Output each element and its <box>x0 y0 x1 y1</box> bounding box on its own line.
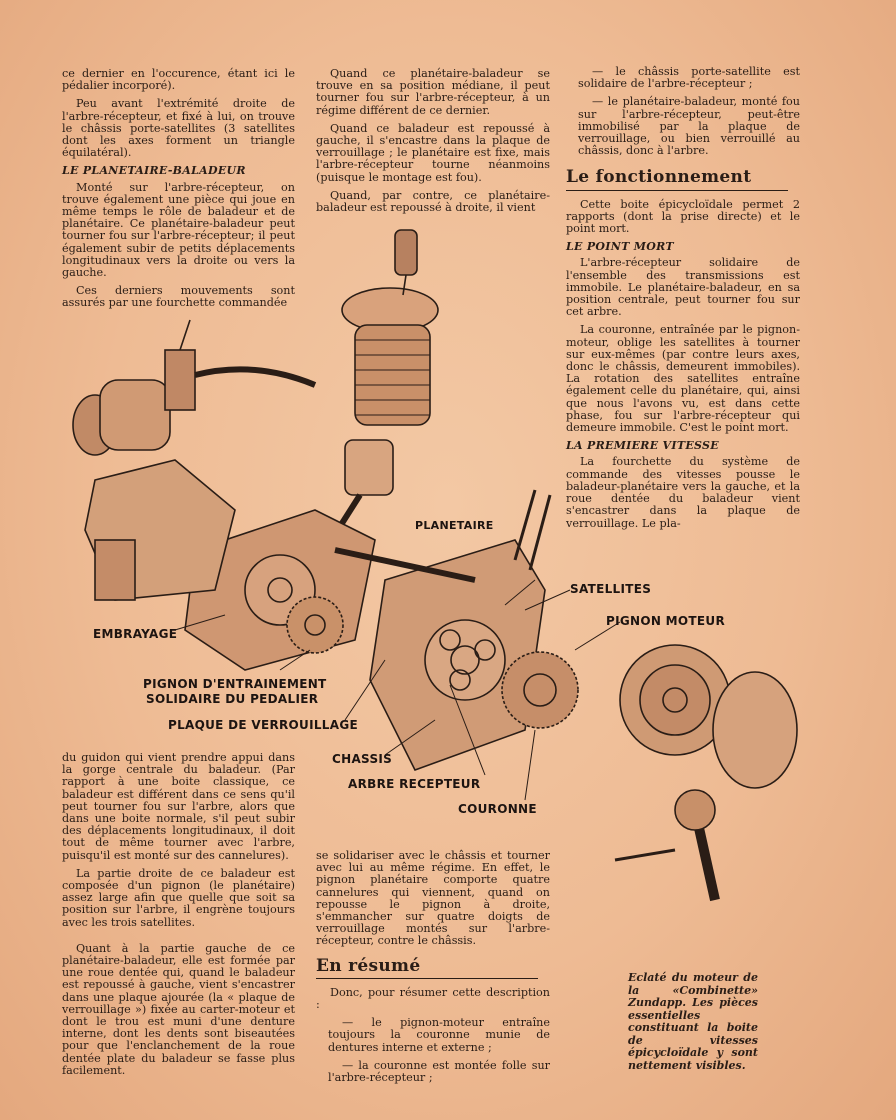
label-solidaire-pedalier: SOLIDAIRE DU PEDALIER <box>146 692 319 706</box>
paragraph: Cette boite épicycloïdale permet 2 rappo… <box>566 197 800 236</box>
paragraph: du guidon qui vient prendre appui dans l… <box>62 751 295 862</box>
column-3: — le châssis porte-satellite est solidai… <box>566 65 800 536</box>
bottom-column-1: du guidon qui vient prendre appui dans l… <box>62 751 295 1083</box>
column-1: ce dernier en l'occurence, étant ici le … <box>62 67 295 316</box>
list-item: — le planétaire-baladeur, monté fou sur … <box>578 95 800 158</box>
paragraph: ce dernier en l'occurence, étant ici le … <box>62 67 295 93</box>
paragraph: La fourchette du système de commande des… <box>566 455 800 530</box>
label-chassis: CHASSIS <box>332 752 393 766</box>
paragraph: Quant à la partie gauche de ce planétair… <box>62 941 295 1077</box>
label-couronne: COURONNE <box>458 802 537 816</box>
subheading-planetaire-baladeur: LE PLANETAIRE-BALADEUR <box>62 164 246 178</box>
subheading-point-mort: LE POINT MORT <box>566 240 674 254</box>
subheading-premiere-vitesse: LA PREMIERE VITESSE <box>566 439 719 453</box>
label-plaque-verrouillage: PLAQUE DE VERROUILLAGE <box>168 718 358 732</box>
list-item: — le pignon-moteur entraîne toujours la … <box>328 1016 550 1054</box>
paragraph: La partie droite de ce baladeur est comp… <box>62 866 295 929</box>
label-satellites: SATELLITES <box>570 582 652 596</box>
paragraph: Ces derniers mouvements sont assurés par… <box>62 284 295 310</box>
column-2: Quand ce planétaire-baladeur se trouve e… <box>316 67 550 220</box>
label-embrayage: EMBRAYAGE <box>93 627 178 641</box>
list-item: — la couronne est montée folle sur l'arb… <box>328 1058 550 1085</box>
label-pignon-entrainement: PIGNON D'ENTRAINEMENT <box>143 677 327 691</box>
paragraph: Monté sur l'arbre-récepteur, on trouve é… <box>62 180 295 280</box>
paragraph: Peu avant l'extrémité droite de l'arbre-… <box>62 97 295 160</box>
divider <box>566 189 789 191</box>
label-pignon-moteur: PIGNON MOTEUR <box>606 614 725 628</box>
heading-fonctionnement: Le fonctionnement <box>566 167 752 188</box>
paragraph: La couronne, entraînée par le pignon-mot… <box>566 323 800 435</box>
paragraph: Quand ce planétaire-baladeur se trouve e… <box>316 67 550 117</box>
label-arbre-recepteur: ARBRE RECEPTEUR <box>348 777 481 791</box>
figure-caption: Eclaté du moteur de la «Combinette» Zund… <box>628 971 758 1072</box>
list-item: — le châssis porte-satellite est solidai… <box>578 65 800 91</box>
heading-en-resume: En résumé <box>316 955 421 976</box>
paragraph: Quand ce baladeur est repoussé à gauche,… <box>316 121 550 184</box>
paragraph: L'arbre-récepteur solidaire de l'ensembl… <box>566 256 800 319</box>
paragraph: Donc, pour résumer cette description : <box>316 985 550 1012</box>
label-planetaire: PLANETAIRE <box>415 519 494 532</box>
bottom-column-2: se solidariser avec le châssis et tourne… <box>316 849 550 1090</box>
paragraph: Quand, par contre, ce planétaire-baladeu… <box>316 188 550 215</box>
engine-exploded-drawing <box>72 229 798 902</box>
paragraph: se solidariser avec le châssis et tourne… <box>316 849 550 948</box>
divider <box>316 977 539 979</box>
